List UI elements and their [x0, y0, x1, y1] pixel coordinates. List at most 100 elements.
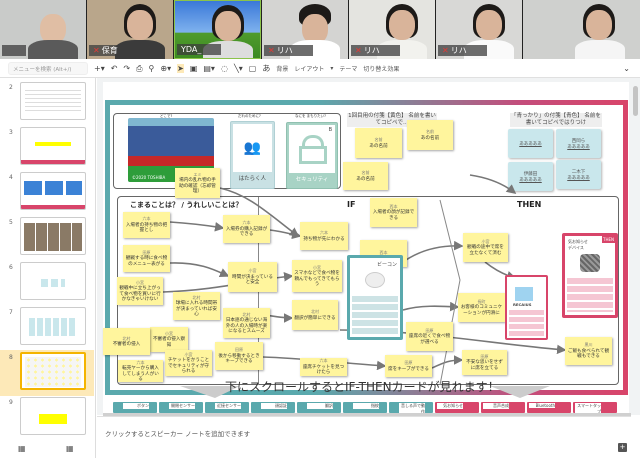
sticky-note[interactable]: 田原席をキープができる — [385, 355, 432, 377]
slide-number: 4 — [9, 174, 13, 181]
video-tile[interactable]: ✕リハ — [349, 0, 435, 59]
video-tile-active[interactable]: YDA_ — [174, 0, 261, 59]
then-card-mini[interactable]: スマートタップ — [573, 402, 617, 415]
then-card-mini[interactable]: 音声合成 — [481, 402, 525, 413]
slide-number: 2 — [9, 84, 13, 91]
menu-search-input[interactable]: メニューを検索 (Alt+/) — [8, 62, 88, 75]
notification-device-then-card[interactable]: THEN 気お知らせ デバイス — [562, 233, 618, 318]
sticky-note[interactable]: 田原座席の近くで食べ物が選べる — [406, 322, 453, 351]
mic-off-icon: ✕ — [355, 46, 362, 55]
slide-number: 7 — [9, 309, 13, 316]
if-card-mini[interactable]: 開閉センサー — [159, 402, 203, 413]
then-card-mini[interactable]: 気お知らせ — [435, 402, 479, 413]
sticky-note[interactable]: 小宮チケットをかうことでセキュリティが守られる — [165, 350, 212, 376]
line-icon[interactable]: ╲▾ — [233, 64, 243, 73]
then-card-mini[interactable]: Bluetooth — [527, 402, 571, 413]
print-icon[interactable]: ⎙ — [136, 63, 143, 73]
if-card-mini[interactable]: 音しる声で動作 — [389, 402, 433, 415]
sticky-note[interactable]: 六本座席チケットを見つけたら — [300, 358, 347, 376]
video-tile[interactable]: ✕保育 — [87, 0, 173, 59]
sticky-note[interactable]: 小宮時間が決まっていると安全 — [228, 262, 277, 292]
sticky-note[interactable]: 名前あの名前 — [355, 128, 402, 158]
sticky-note[interactable]: 六本入場者の持ち物の把握とし — [123, 212, 170, 238]
textbox-icon[interactable]: ▣ — [189, 64, 198, 73]
filmstrip-view-icon[interactable]: ▦ — [18, 444, 26, 453]
blue-sticky-note[interactable]: 二木下あああああ — [556, 160, 601, 189]
redo-icon[interactable]: ↷ — [123, 64, 131, 73]
toolbar-transition[interactable]: 切り替え効果 — [363, 66, 400, 73]
slide-thumb[interactable] — [20, 82, 86, 120]
video-tile[interactable] — [523, 0, 640, 59]
toolbar-layout[interactable]: レイアウト — [294, 66, 325, 73]
sticky-note[interactable]: 西本入場者の顔が記録できる — [370, 198, 417, 227]
if-card-mini[interactable]: 顔認証 — [251, 402, 295, 413]
mic-off-icon: ✕ — [268, 46, 275, 55]
if-card-mini[interactable]: ボタン — [113, 402, 157, 413]
paint-format-icon[interactable]: ⚲ — [148, 64, 155, 73]
sticky-note[interactable]: 小宮不審者の侵入察知 — [150, 327, 188, 352]
slide-thumb[interactable] — [20, 307, 86, 345]
toolbar-background[interactable]: 背景 — [276, 66, 289, 73]
sticky-note[interactable]: 田原後から移動するときキープできる — [215, 342, 263, 370]
card-caption: セキュリティ — [295, 177, 329, 183]
sticky-note[interactable]: 黒川ご飯も食べられて観戦もできる — [565, 337, 612, 365]
sticky-note[interactable]: 六本持ち物が先にわかる — [300, 222, 348, 250]
blue-sticky-note[interactable]: あああああ — [508, 129, 553, 158]
if-card-mini[interactable]: 指紋 — [343, 402, 387, 413]
collapse-chevron-icon[interactable]: ⌄ — [623, 64, 630, 73]
comment-icon[interactable]: ▢ — [248, 64, 257, 73]
heading-if: IF — [347, 200, 356, 209]
sticky-note[interactable]: 北村翻訳が簡単にできる — [292, 300, 338, 330]
sticky-note[interactable]: 名前あの名前 — [343, 162, 388, 190]
card-question: なにを まもりたい? — [295, 114, 326, 118]
sticky-note[interactable]: 六本入場券の購入記録ができる — [223, 215, 270, 243]
card-title: RECAIUS — [513, 302, 532, 307]
sticky-note[interactable]: 六本転売ヤーから購入してしまう人がいる — [118, 360, 163, 382]
zoom-icon[interactable]: ⊕▾ — [160, 64, 172, 73]
video-tile[interactable]: ✕リハ — [262, 0, 348, 59]
speaker-notes-placeholder[interactable]: クリックするとスピーカー ノートを追加できます — [105, 430, 251, 438]
if-card-mini[interactable]: 近接センサー — [205, 402, 249, 413]
speaker-notes[interactable]: クリックするとスピーカー ノートを追加できます + — [97, 416, 631, 458]
slide-thumb-selected[interactable] — [20, 352, 86, 390]
sticky-note[interactable]: 田原不安な思いをせずに席を立てる — [462, 350, 507, 375]
sticky-note[interactable]: 北村不審者の侵入 — [103, 328, 150, 355]
undo-icon[interactable]: ↶ — [110, 64, 118, 73]
beacon-if-card[interactable]: ビーコン — [347, 255, 403, 340]
security-card[interactable]: B セキュリティ — [286, 122, 338, 189]
worker-card[interactable]: 👥 はたらく人 — [230, 121, 275, 189]
sticky-note[interactable]: 小宮観戦中に立ち上がって食べ物を買いに行かなきゃいけない — [117, 277, 163, 305]
sticky-note[interactable]: 田原観戦する時に食べ物のメニュー表がる — [123, 245, 170, 272]
sticky-note[interactable]: 北村日本語の通じない海外の人の入場時が楽になるとスムーズ — [223, 308, 270, 338]
sticky-note[interactable]: 長町お客様のコミュニケーションが円滑に — [458, 293, 505, 322]
slide-thumb[interactable] — [20, 262, 86, 300]
slide-number: 3 — [9, 129, 13, 136]
select-icon[interactable]: ➤ — [177, 64, 184, 73]
image-icon[interactable]: ▤▾ — [203, 64, 215, 73]
video-tile[interactable]: ✕リハ — [436, 0, 522, 59]
slide-thumb[interactable] — [20, 397, 86, 435]
new-slide-icon[interactable]: +▾ — [94, 64, 105, 73]
shape-icon[interactable]: ◌ — [220, 64, 228, 73]
grid-view-icon[interactable]: ▦ — [66, 444, 74, 453]
recaius-then-card[interactable]: RECAIUS — [505, 275, 548, 340]
card-title: 気お知らせ デバイス — [568, 239, 588, 250]
sticky-note[interactable]: 北村球場に入れる時間帯が決まっていれば安心 — [173, 292, 220, 320]
blue-sticky-note[interactable]: 西岡らあああああ — [556, 129, 601, 158]
sticky-note[interactable]: 名前あの名前 — [407, 120, 453, 150]
horizontal-scrollbar[interactable] — [103, 413, 631, 416]
slide-thumb[interactable] — [20, 217, 86, 255]
add-note-icon[interactable]: + — [618, 443, 627, 452]
sticky-note[interactable]: エミ場内の乱れ物の手助の確認（忘却管理） — [175, 168, 220, 198]
sticky-note[interactable]: 小宮観戦の途中で席を立たなくて済む — [463, 233, 508, 262]
participant-name: リハ — [363, 46, 380, 55]
slide-thumb[interactable] — [20, 127, 86, 165]
slide-thumb[interactable] — [20, 172, 86, 210]
sticky-note[interactable]: 小宮スマホなどで食べ物を頼んでもってきてもらう — [292, 260, 342, 292]
vertical-scrollbar[interactable] — [631, 78, 640, 415]
video-tile[interactable] — [0, 0, 86, 59]
text-tool[interactable]: あ — [262, 64, 271, 73]
toolbar-theme[interactable]: テーマ — [339, 66, 358, 73]
if-card-mini[interactable]: 翻訳 — [297, 402, 341, 413]
